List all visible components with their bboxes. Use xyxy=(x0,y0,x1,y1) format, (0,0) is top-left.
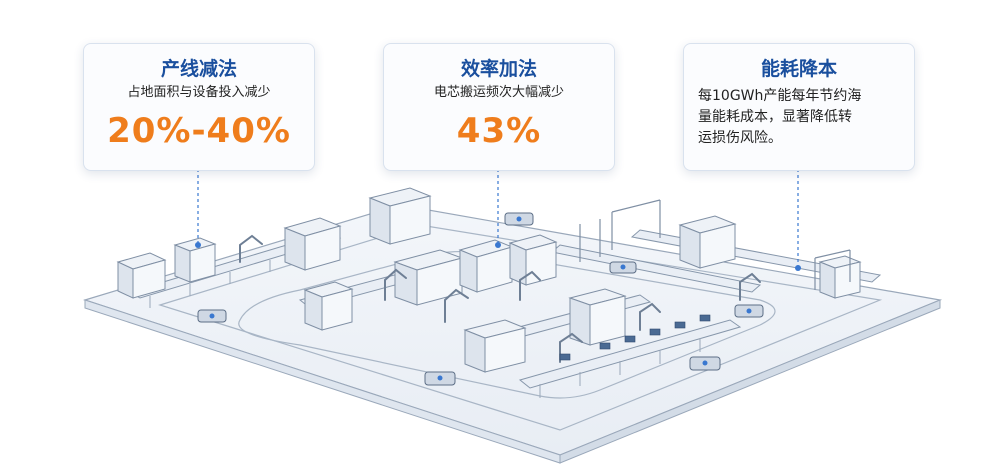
benefit-card-efficiency: 效率加法 电芯搬运频次大幅减少 43% xyxy=(383,43,615,171)
machine-right-1 xyxy=(678,215,737,269)
benefit-card-energy-cost: 能耗降本 每10GWh产能每年节约海 量能耗成本，显著降低转 运损伤风险。 xyxy=(683,43,915,171)
agv-1 xyxy=(197,309,227,323)
machine-left-1 xyxy=(116,252,167,299)
card-body-line: 每10GWh产能每年节约海 xyxy=(698,88,862,104)
card-body: 每10GWh产能每年节约海 量能耗成本，显著降低转 运损伤风险。 xyxy=(684,86,914,149)
conveyor-legs xyxy=(149,260,701,398)
machine-center-3 xyxy=(458,239,514,293)
card-highlight-value: 43% xyxy=(456,111,542,151)
callout-leaders xyxy=(197,169,799,268)
machine-top-1 xyxy=(368,187,432,245)
card-title: 能耗降本 xyxy=(760,58,837,80)
agv-5 xyxy=(689,356,721,371)
card-subtitle: 占地面积与设备投入减少 xyxy=(127,85,271,100)
agv-4 xyxy=(609,261,637,274)
card-body-line: 运损伤风险。 xyxy=(698,130,782,146)
card-highlight-value: 20%-40% xyxy=(107,111,291,151)
machine-center-1 xyxy=(303,281,354,331)
machine-lower-1 xyxy=(463,319,527,373)
callout-dots xyxy=(195,242,801,271)
battery-cells xyxy=(559,314,711,361)
machine-center-4 xyxy=(508,234,558,286)
agv-2 xyxy=(424,371,456,386)
agv-6 xyxy=(734,304,764,318)
card-title: 效率加法 xyxy=(460,58,537,80)
benefit-card-line-reduction: 产线减法 占地面积与设备投入减少 20%-40% xyxy=(83,43,315,171)
card-subtitle: 电芯搬运频次大幅减少 xyxy=(433,85,564,100)
machine-left-2 xyxy=(173,237,217,283)
agv-vehicles xyxy=(197,212,764,386)
card-body-line: 量能耗成本，显著降低转 xyxy=(698,109,852,125)
card-title: 产线减法 xyxy=(160,58,237,80)
gantries xyxy=(579,199,851,290)
agv-3 xyxy=(504,212,534,226)
machine-lower-2 xyxy=(568,288,627,346)
machine-right-2 xyxy=(818,255,862,299)
robot-arms xyxy=(239,234,761,363)
machine-mid-left xyxy=(283,217,342,271)
